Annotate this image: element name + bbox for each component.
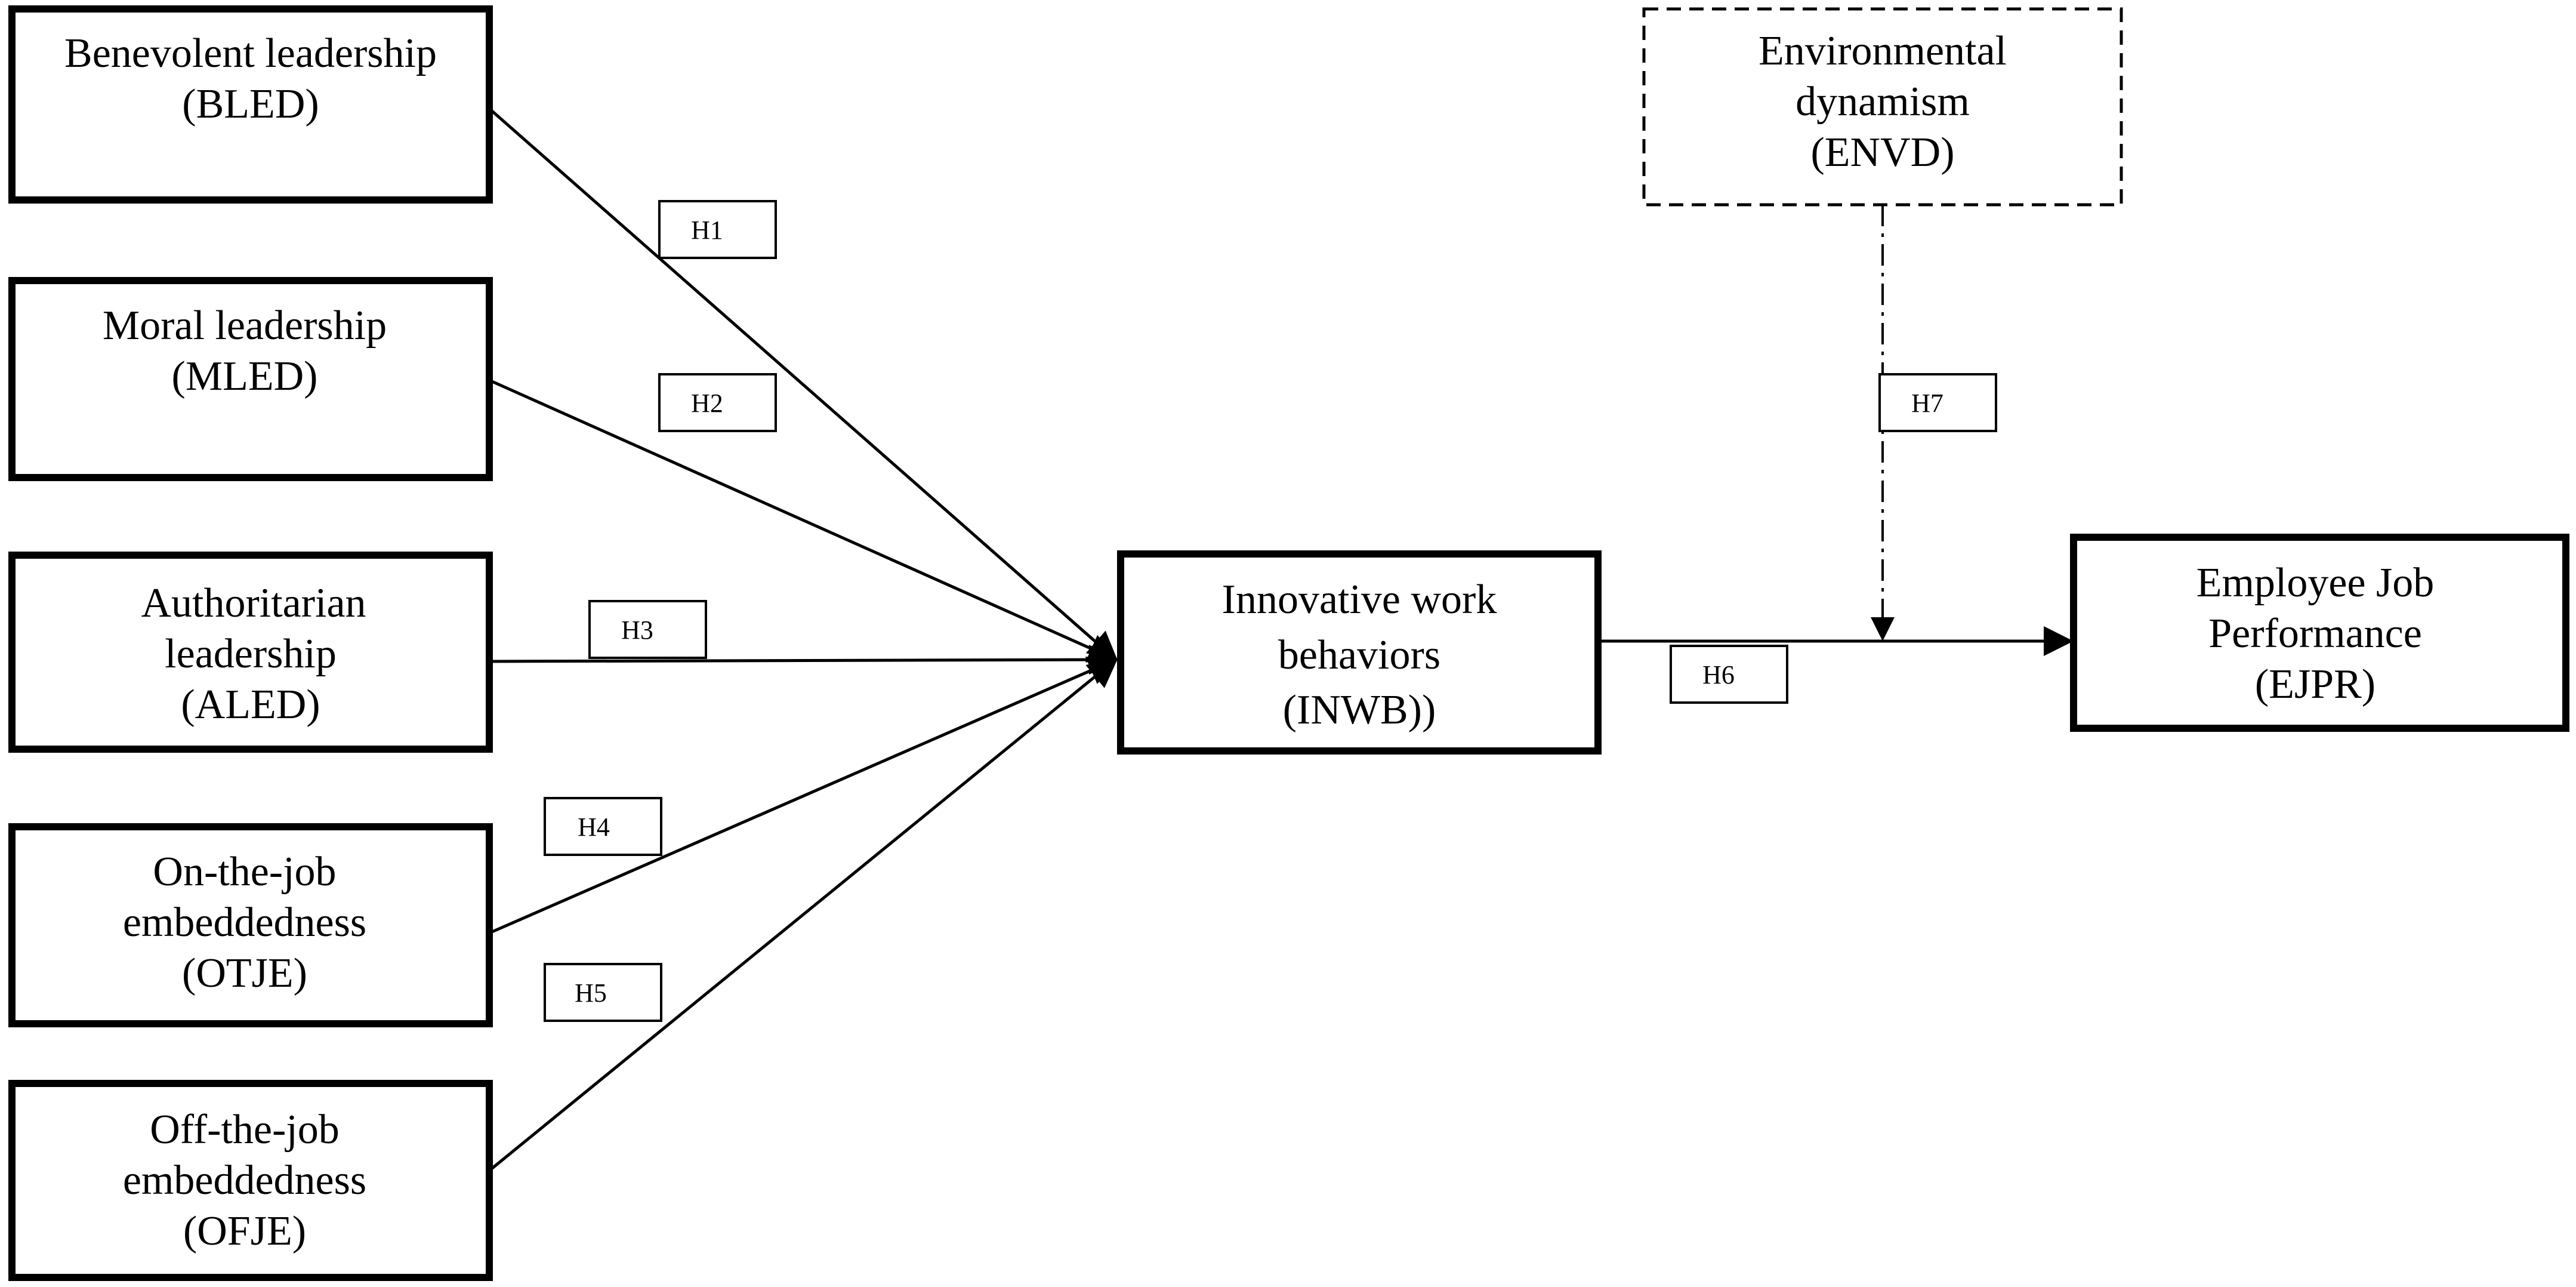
construct-aled-line3: (ALED) [181, 682, 320, 728]
construct-otje-line3: (OTJE) [182, 950, 307, 996]
construct-mled-line2: (MLED) [172, 353, 318, 399]
construct-box-envd: Environmental dynamism (ENVD) [1642, 7, 2123, 207]
hypothesis-label-h1: H1 [658, 200, 777, 259]
construct-box-aled: Authoritarian leadership (ALED) [8, 552, 493, 753]
construct-ejpr-line2: Performance [2208, 611, 2422, 657]
construct-inwb-line2: behaviors [1278, 632, 1440, 678]
hypothesis-h3-text: H3 [621, 615, 653, 645]
construct-aled-line2: leadership [165, 631, 337, 677]
construct-envd-line3: (ENVD) [1810, 130, 1954, 176]
construct-inwb-line1: Innovative work [1222, 577, 1497, 623]
hypothesis-h5-text: H5 [575, 978, 607, 1008]
hypothesis-label-h7: H7 [1878, 373, 1997, 432]
construct-box-inwb: Innovative work behaviors (INWB)) [1117, 550, 1602, 755]
construct-bled-line1: Benevolent leadership [64, 30, 437, 76]
arrow-otje-to-inwb [489, 657, 1119, 935]
hypothesis-h6-text: H6 [1702, 660, 1735, 689]
construct-inwb-line3: (INWB)) [1283, 687, 1436, 733]
construct-ofje-line3: (OFJE) [183, 1208, 306, 1254]
construct-box-bled: Benevolent leadership (BLED) [8, 5, 493, 204]
hypothesis-h4-text: H4 [578, 812, 610, 842]
construct-bled-line2: (BLED) [182, 81, 319, 127]
construct-ofje-line1: Off-the-job [150, 1107, 340, 1153]
hypothesis-label-h2: H2 [658, 373, 777, 432]
construct-envd-line2: dynamism [1796, 79, 1970, 125]
construct-aled-line1: Authoritarian [141, 580, 366, 626]
construct-otje-line2: embeddedness [123, 900, 366, 946]
construct-ofje-line2: embeddedness [123, 1157, 366, 1203]
arrow-aled-to-inwb [489, 645, 1119, 675]
construct-ejpr-line3: (EJPR) [2255, 661, 2376, 707]
construct-mled-line1: Moral leadership [103, 303, 387, 349]
hypothesis-label-h4: H4 [544, 797, 662, 856]
construct-ejpr-line1: Employee Job [2196, 560, 2435, 606]
hypothesis-h7-text: H7 [1911, 389, 1943, 418]
construct-box-mled: Moral leadership (MLED) [8, 277, 493, 481]
hypothesis-label-h6: H6 [1670, 645, 1788, 704]
arrow-mled-to-inwb [488, 378, 1119, 663]
construct-box-otje: On-the-job embeddedness (OTJE) [8, 823, 493, 1027]
hypothesis-h1-text: H1 [691, 215, 723, 245]
construct-box-ofje: Off-the-job embeddedness (OFJE) [8, 1080, 493, 1281]
hypothesis-label-h3: H3 [588, 600, 707, 659]
construct-envd-line1: Environmental [1759, 28, 2007, 74]
hypothesis-label-h5: H5 [544, 963, 662, 1022]
construct-box-ejpr: Employee Job Performance (EJPR) [2070, 534, 2569, 732]
arrow-ofje-to-inwb [488, 657, 1118, 1172]
construct-otje-line1: On-the-job [153, 849, 336, 895]
hypothesis-h2-text: H2 [691, 389, 723, 418]
arrow-bled-to-inwb [488, 107, 1118, 662]
